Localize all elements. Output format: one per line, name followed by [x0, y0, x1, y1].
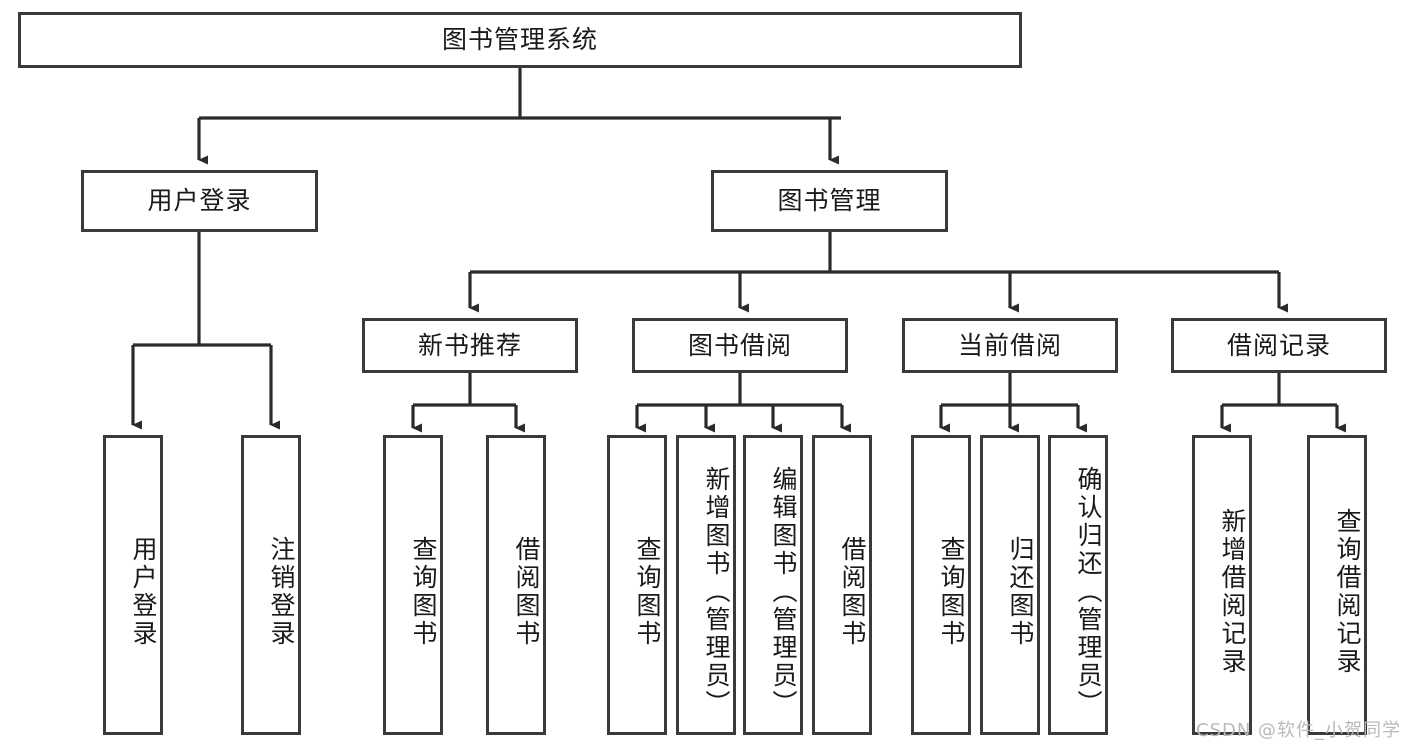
leaf-query-borrow-record[interactable]: 查询借阅记录	[1307, 435, 1367, 735]
node-label: 查询图书	[409, 536, 438, 648]
node-label: 注销登录	[267, 536, 296, 648]
node-label: 查询图书	[937, 536, 966, 648]
leaf-confirm-return-admin[interactable]: 确认归还（管理员）	[1048, 435, 1108, 735]
node-book-management[interactable]: 图书管理	[711, 170, 948, 232]
node-book-borrow[interactable]: 图书借阅	[632, 318, 848, 373]
leaf-query-book-recommend[interactable]: 查询图书	[383, 435, 443, 735]
node-label: 用户登录	[129, 536, 158, 648]
node-user-login[interactable]: 用户登录	[81, 170, 318, 232]
node-label: 新增图书（管理员）	[702, 466, 731, 718]
leaf-user-login[interactable]: 用户登录	[103, 435, 163, 735]
node-label: 用户登录	[147, 186, 252, 216]
node-label: 查询图书	[633, 536, 662, 648]
leaf-add-book-admin[interactable]: 新增图书（管理员）	[676, 435, 736, 735]
leaf-return-book[interactable]: 归还图书	[980, 435, 1040, 735]
node-current-borrow[interactable]: 当前借阅	[902, 318, 1118, 373]
node-borrow-record[interactable]: 借阅记录	[1171, 318, 1387, 373]
node-label: 当前借阅	[957, 330, 1062, 360]
node-label: 新增借阅记录	[1218, 508, 1247, 676]
node-label: 查询借阅记录	[1333, 508, 1362, 676]
node-label: 借阅记录	[1226, 330, 1331, 360]
leaf-query-book-current[interactable]: 查询图书	[911, 435, 971, 735]
leaf-query-book-borrow[interactable]: 查询图书	[607, 435, 667, 735]
leaf-borrow-book-recommend[interactable]: 借阅图书	[486, 435, 546, 735]
node-label: 借阅图书	[838, 536, 867, 648]
node-label: 编辑图书（管理员）	[769, 466, 798, 718]
csdn-watermark: CSDN @软件_小贺同学	[1196, 720, 1402, 741]
node-label: 图书管理	[777, 186, 882, 216]
leaf-add-borrow-record[interactable]: 新增借阅记录	[1192, 435, 1252, 735]
leaf-edit-book-admin[interactable]: 编辑图书（管理员）	[743, 435, 803, 735]
node-label: 新书推荐	[417, 330, 522, 360]
node-label: 图书借阅	[687, 330, 792, 360]
node-label: 确认归还（管理员）	[1074, 466, 1103, 718]
leaf-logout[interactable]: 注销登录	[241, 435, 301, 735]
node-new-book-recommend[interactable]: 新书推荐	[362, 318, 578, 373]
node-label: 借阅图书	[512, 536, 541, 648]
node-label: 归还图书	[1006, 536, 1035, 648]
node-root-system[interactable]: 图书管理系统	[18, 12, 1022, 68]
node-label: 图书管理系统	[441, 25, 598, 55]
leaf-borrow-book[interactable]: 借阅图书	[812, 435, 872, 735]
